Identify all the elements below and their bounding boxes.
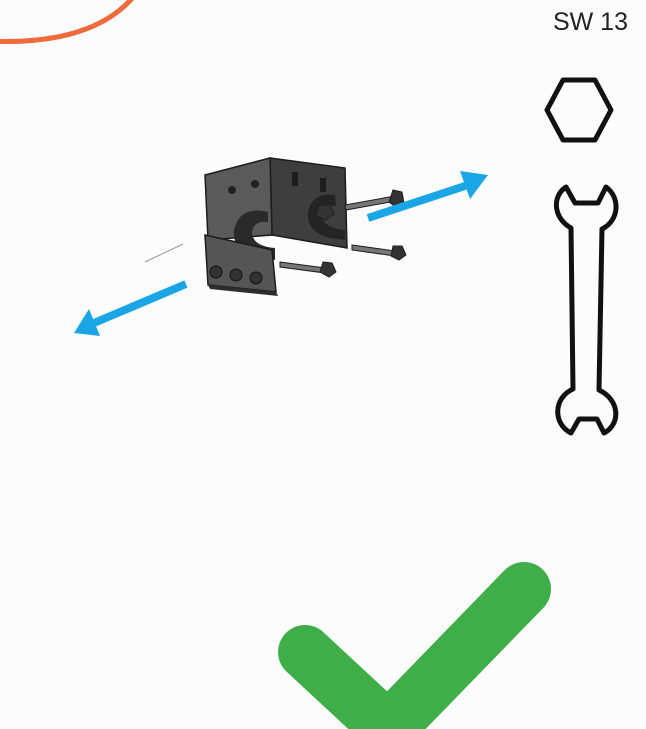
wrench-size-label: SW 13 [552,8,628,36]
arrow-left-down-icon [74,280,188,336]
open-end-wrench-icon [554,184,619,436]
mounting-bracket-illustration [204,157,407,296]
hex-nut-icon [544,77,614,143]
guide-line [144,243,184,263]
pull-apart-arrows [74,171,488,336]
checkmark-icon [278,562,551,729]
step-number-circle-fragment [0,0,134,45]
arrow-right-up-icon [366,171,488,222]
